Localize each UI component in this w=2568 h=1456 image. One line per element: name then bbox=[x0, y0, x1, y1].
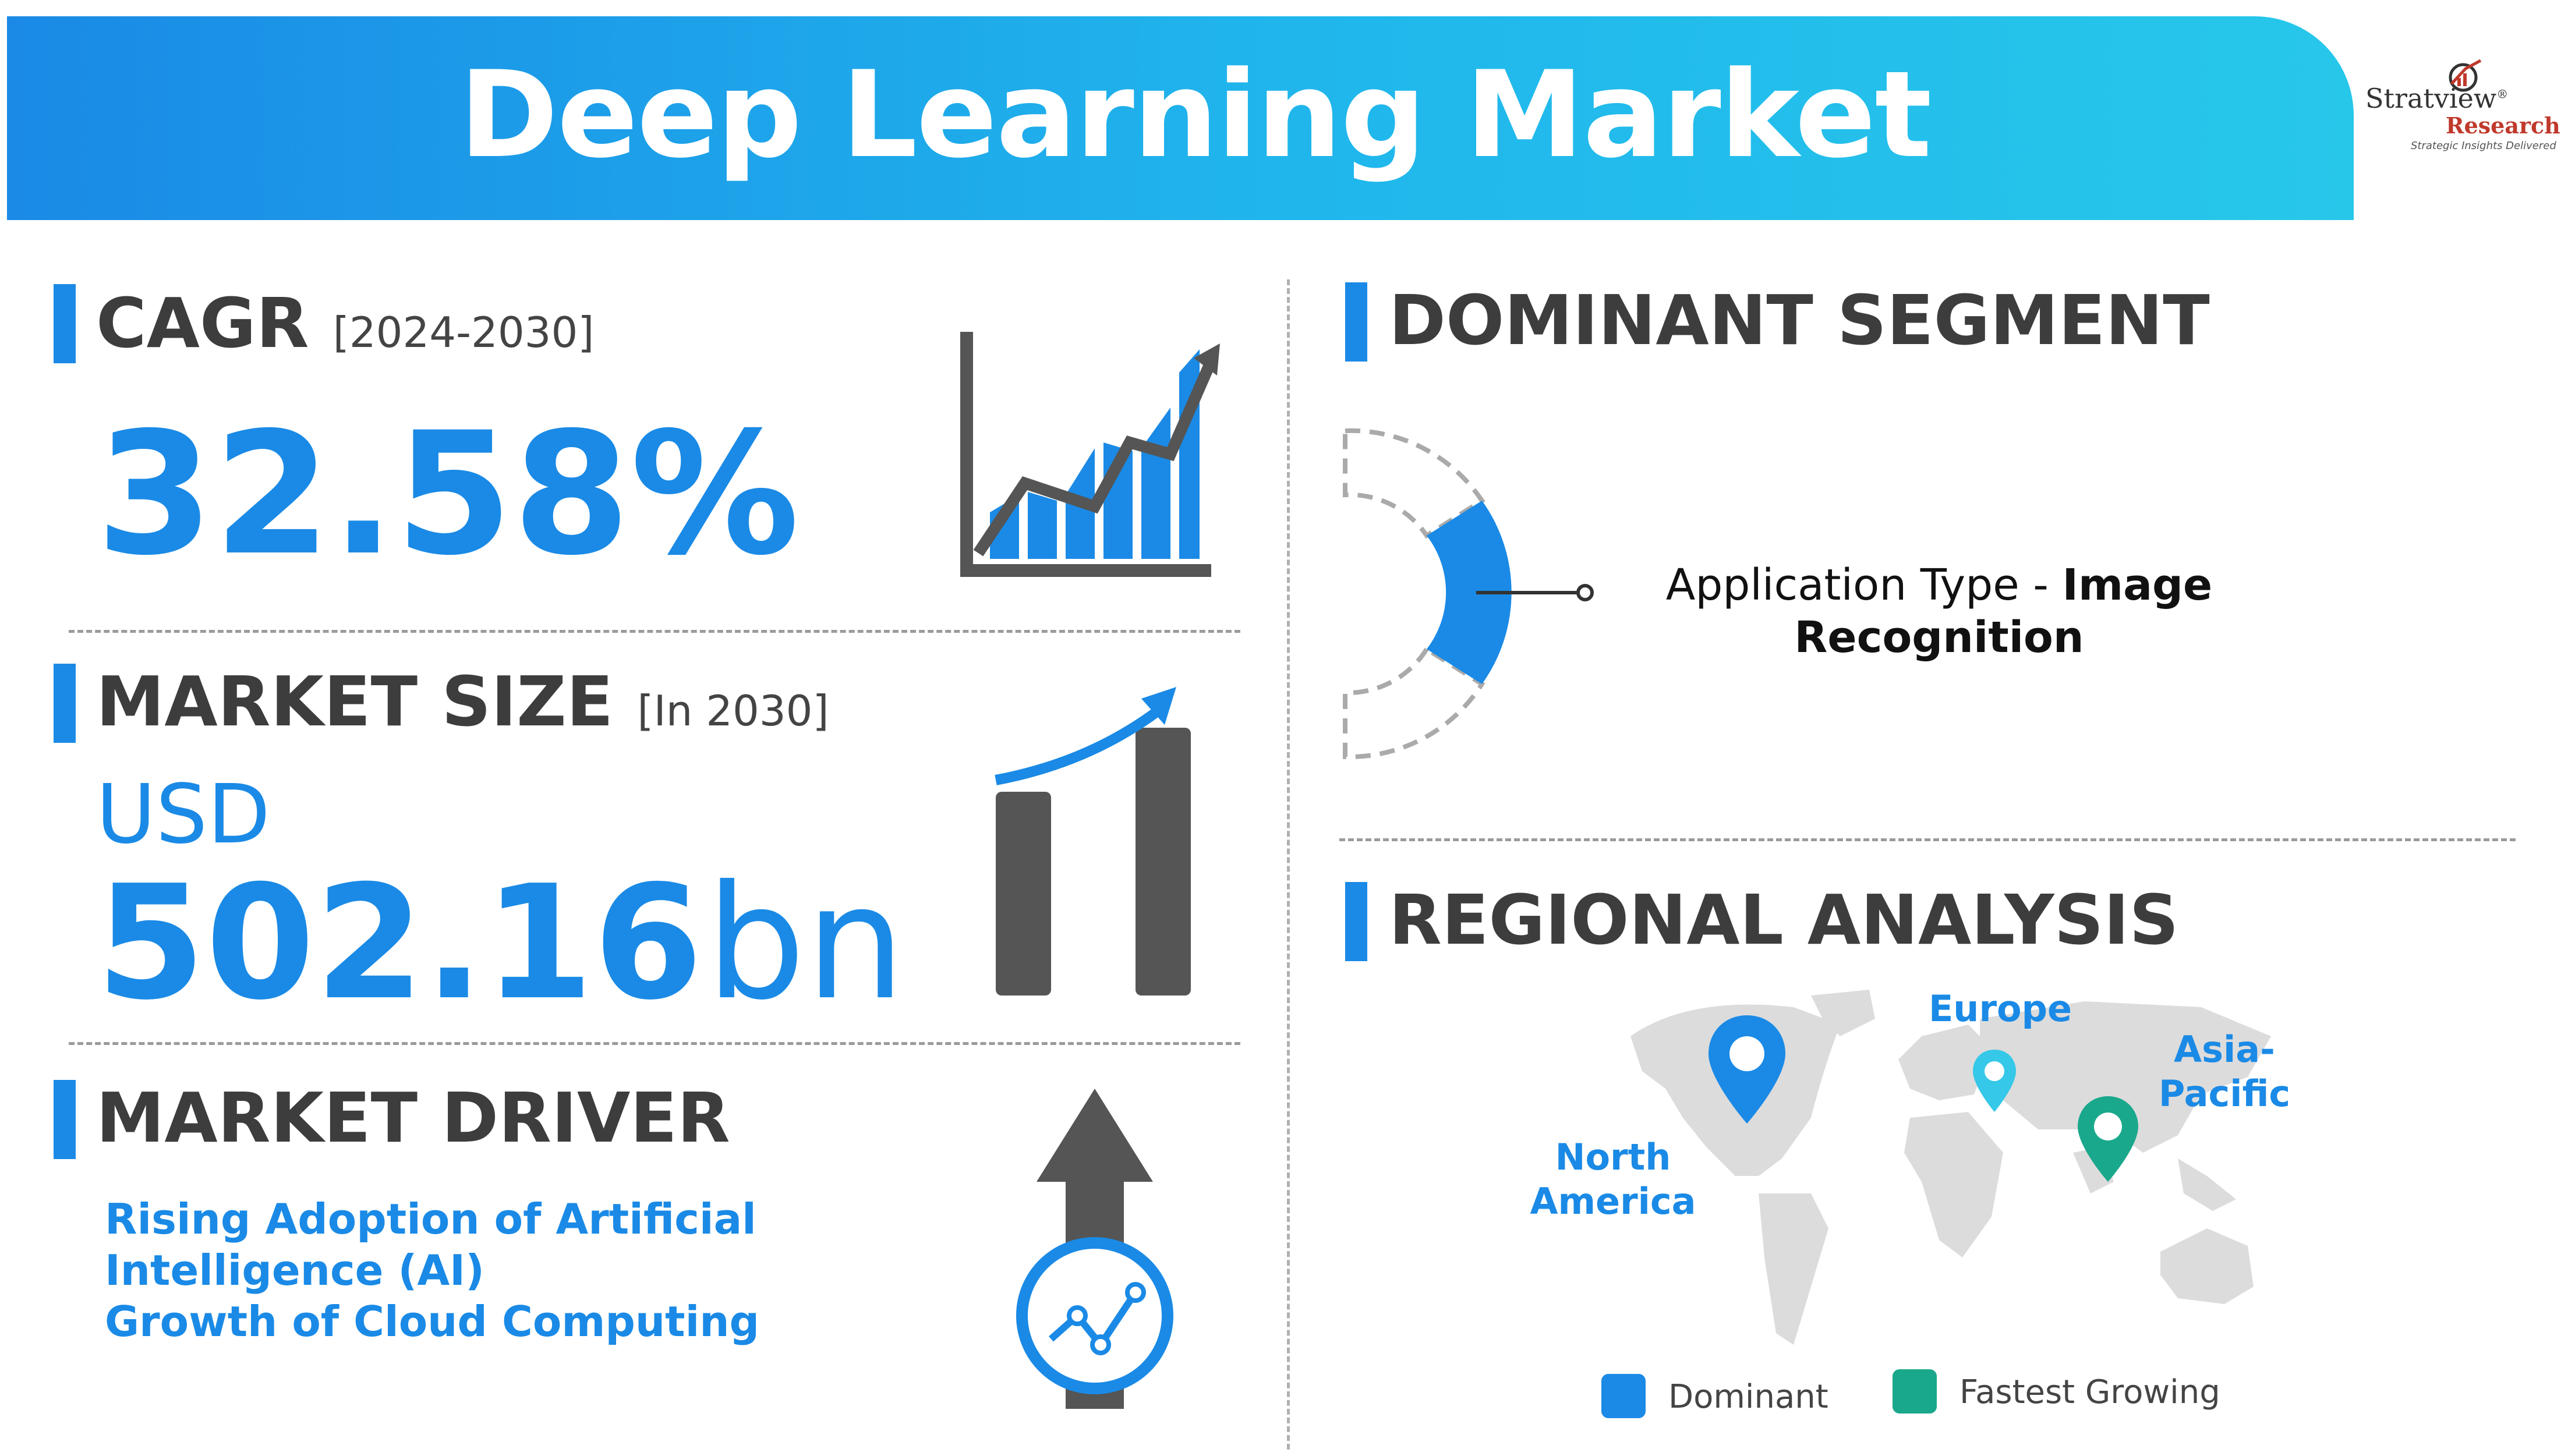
logo-research: Research bbox=[2446, 112, 2560, 139]
region-europe: Europe bbox=[1928, 987, 2072, 1030]
region-asia-pacific: Asia- Pacific bbox=[2158, 1028, 2291, 1115]
dominant-segment-label: Application Type - Image Recognition bbox=[1665, 560, 2213, 663]
location-pin-icon bbox=[1709, 1015, 1785, 1124]
bar-growth-icon bbox=[995, 687, 1191, 996]
market-size-year: [In 2030] bbox=[637, 686, 829, 735]
region-north-america: North America bbox=[1530, 1136, 1696, 1223]
legend-dominant-swatch bbox=[1601, 1374, 1646, 1418]
header-banner bbox=[7, 16, 2354, 220]
section-divider-1 bbox=[69, 630, 1240, 633]
market-size-currency: USD bbox=[96, 767, 271, 862]
logo-tagline: Strategic Insights Delivered bbox=[2411, 140, 2556, 152]
market-size-heading: MARKET SIZE [In 2030] bbox=[96, 661, 829, 742]
market-driver-item-1a: Rising Adoption of Artificial bbox=[105, 1195, 756, 1244]
market-driver-heading: MARKET DRIVER bbox=[96, 1078, 730, 1158]
market-size-value: 502.16 bbox=[96, 851, 703, 1035]
market-driver-item-2: Growth of Cloud Computing bbox=[105, 1297, 760, 1346]
cagr-value: 32.58% bbox=[96, 396, 800, 593]
up-arrow-icon bbox=[1016, 1089, 1173, 1409]
regional-analysis-accent-bar bbox=[1345, 882, 1367, 961]
dominant-segment-accent-bar bbox=[1345, 282, 1367, 362]
market-size-accent-bar bbox=[54, 664, 76, 743]
location-pin-icon bbox=[1973, 1050, 2016, 1112]
regional-analysis-heading: REGIONAL ANALYSIS bbox=[1389, 880, 2179, 960]
legend-fastest-label: Fastest Growing bbox=[1959, 1373, 2220, 1411]
location-pin-icon bbox=[2078, 1096, 2138, 1182]
dominant-segment-heading: DOMINANT SEGMENT bbox=[1389, 280, 2210, 360]
legend-fastest-swatch bbox=[1893, 1369, 1937, 1414]
cagr-period: [2024-2030] bbox=[333, 308, 595, 357]
section-divider-2 bbox=[69, 1042, 1240, 1045]
market-driver-accent-bar bbox=[54, 1080, 76, 1159]
section-divider-3 bbox=[1339, 838, 2516, 841]
page-title: Deep Learning Market bbox=[459, 46, 1932, 185]
cagr-accent-bar bbox=[54, 284, 76, 363]
logo-name: Stratview® bbox=[2365, 83, 2509, 114]
market-size-unit: bn bbox=[706, 851, 905, 1035]
market-size-value-row: 502.16 bn bbox=[96, 856, 905, 1030]
logo-icon bbox=[2449, 59, 2482, 92]
cagr-heading: CAGR [2024-2030] bbox=[96, 283, 595, 363]
donut-segment-icon bbox=[1343, 428, 1594, 760]
legend-dominant-label: Dominant bbox=[1668, 1378, 1828, 1416]
growth-chart-icon bbox=[960, 332, 1220, 577]
column-divider bbox=[1287, 279, 1290, 1450]
market-driver-item-1b: Intelligence (AI) bbox=[105, 1246, 484, 1295]
